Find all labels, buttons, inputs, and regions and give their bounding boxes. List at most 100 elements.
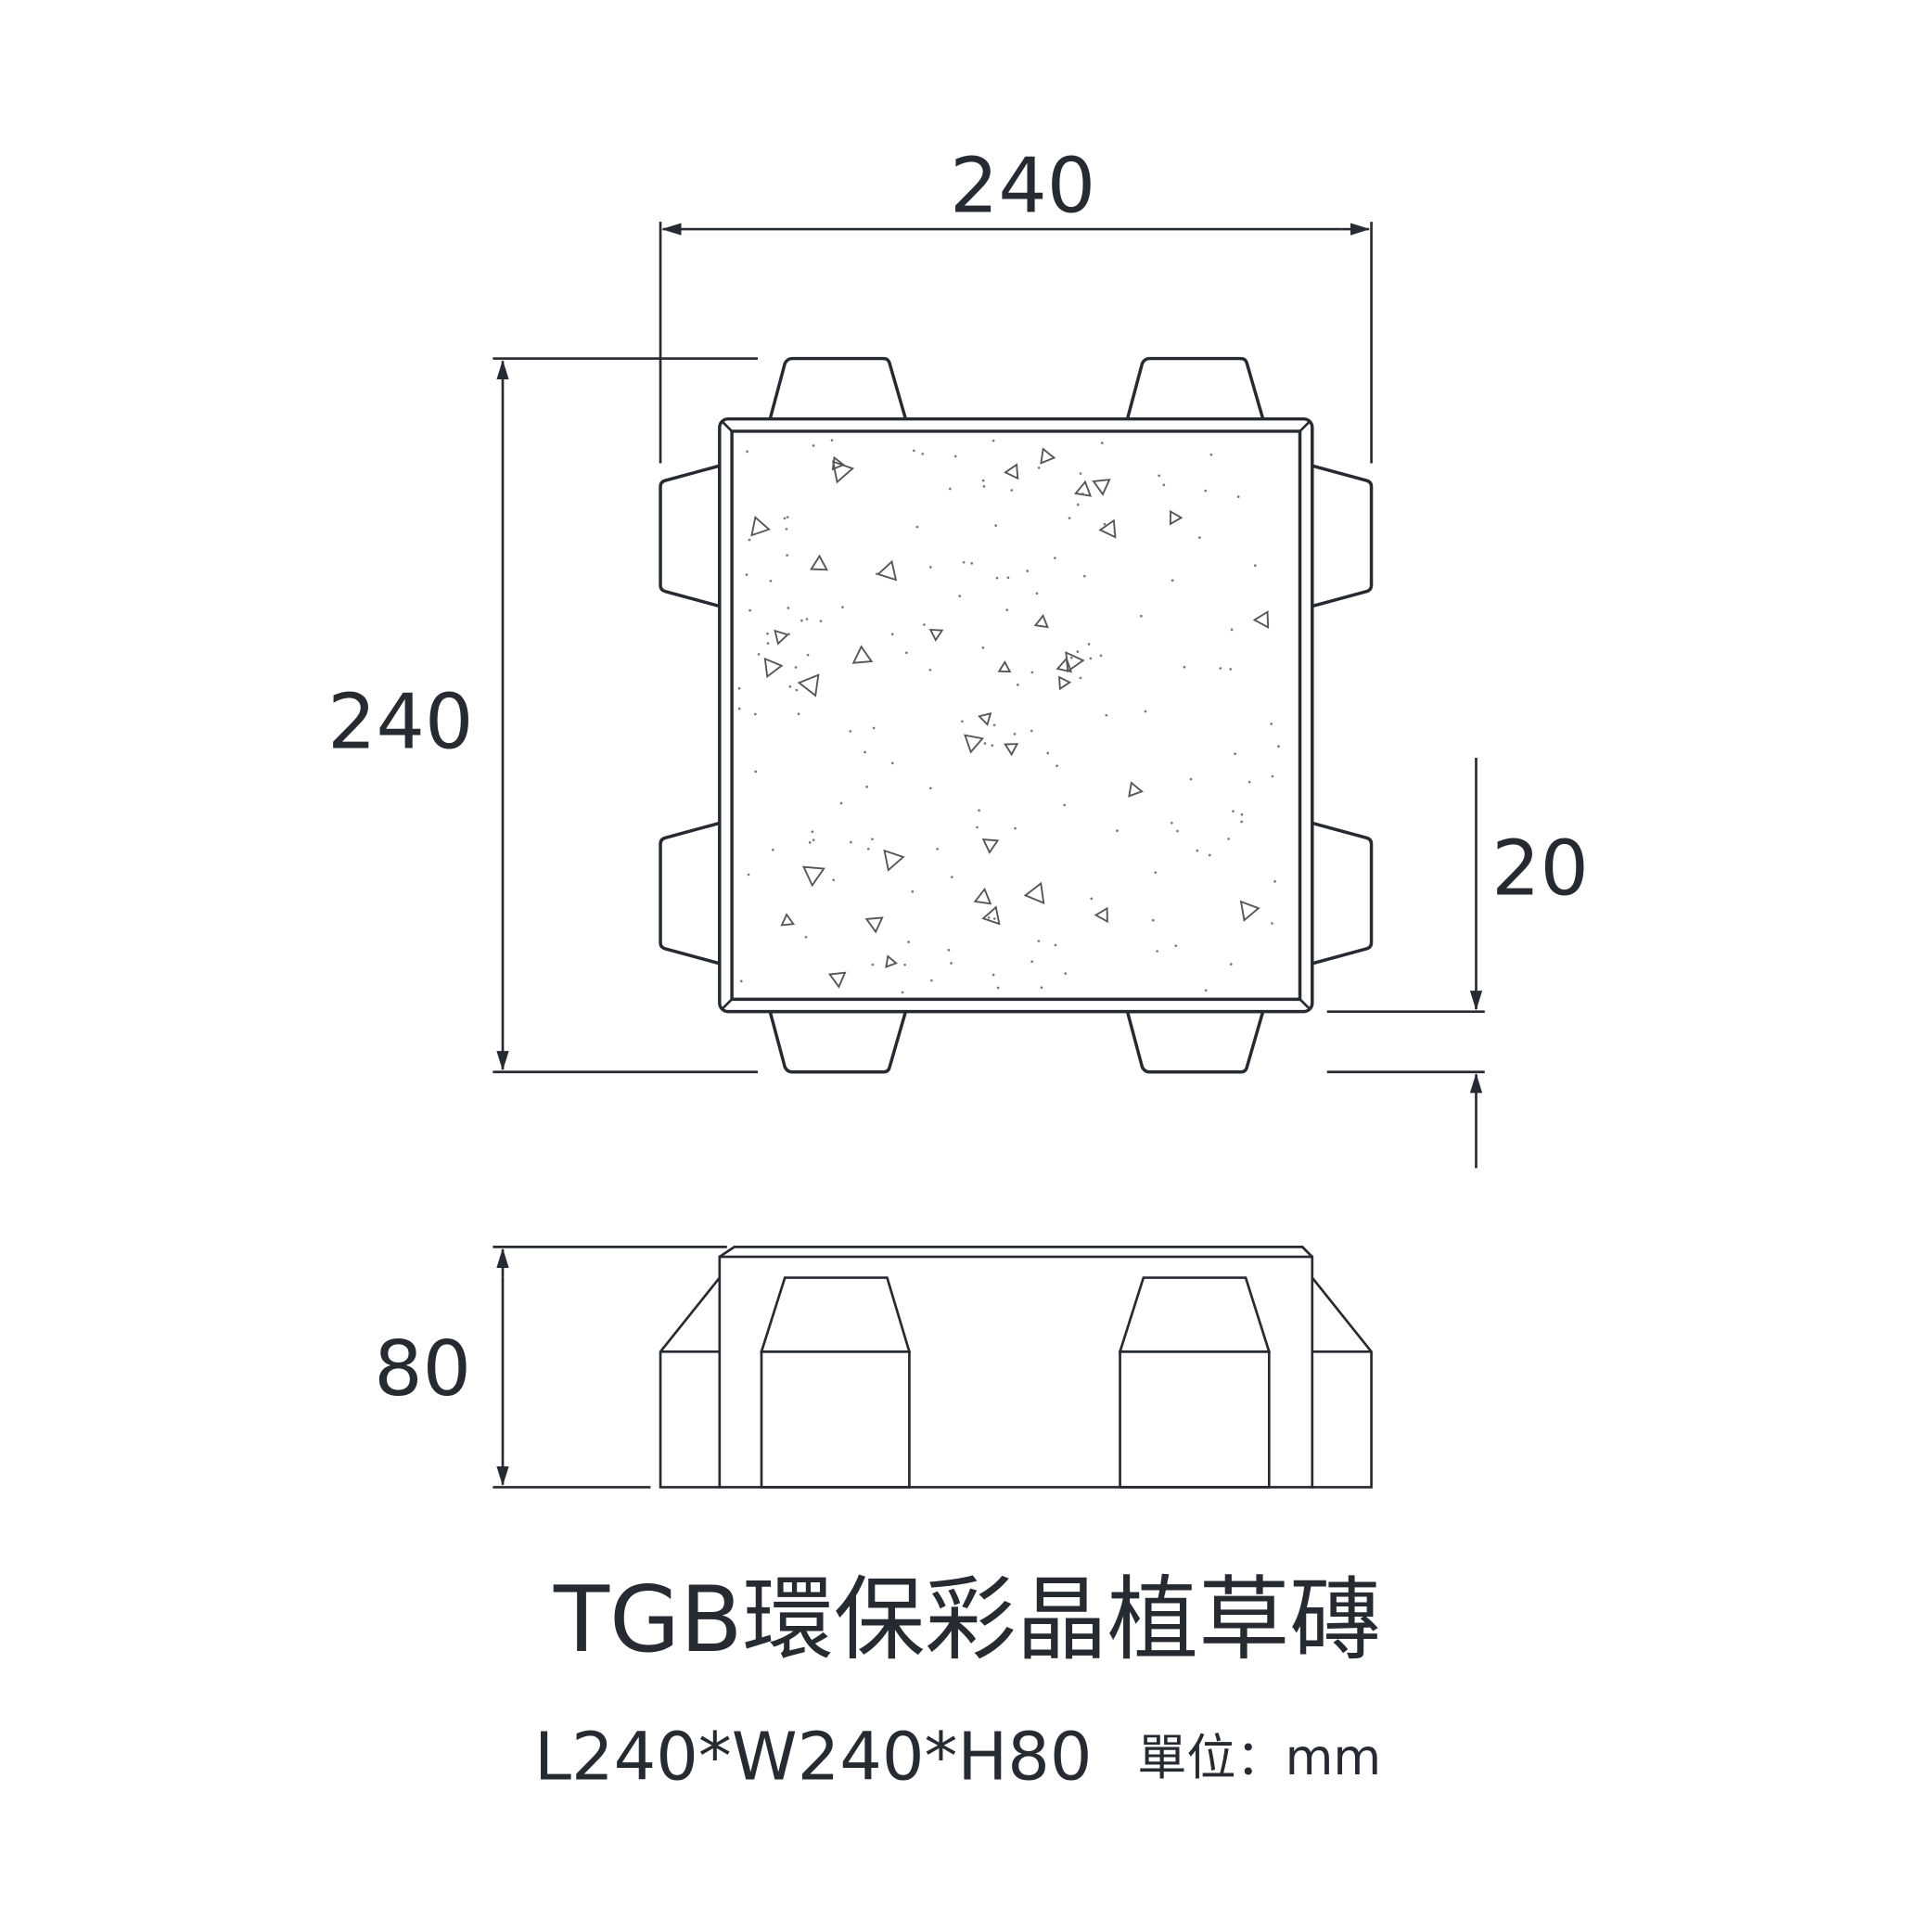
speckle-dot: [1030, 671, 1034, 674]
speckle-dot: [1081, 492, 1084, 495]
speckle-dot: [769, 580, 773, 582]
speckle-dot: [811, 830, 814, 834]
speckle-triangle: [1239, 900, 1260, 922]
speckle-dot: [992, 917, 996, 920]
speckle-dot: [890, 761, 894, 765]
speckle-dot: [1006, 576, 1010, 580]
speckle-dot: [928, 668, 932, 672]
speckle-dot: [1247, 780, 1251, 784]
speckle-dot: [1144, 710, 1147, 713]
speckle-dot: [800, 619, 803, 622]
speckle-dot: [1105, 713, 1108, 717]
speckle-dot: [804, 935, 808, 939]
speckle-dot: [783, 517, 787, 520]
speckle-triangle: [1040, 447, 1056, 465]
speckle-triangle: [864, 916, 884, 934]
speckle-dot: [1176, 829, 1179, 833]
speckle-dot: [871, 963, 875, 966]
speckle-dot: [1171, 821, 1173, 825]
speckle-dot: [1240, 820, 1244, 824]
speckle-dot: [923, 623, 926, 626]
speckle-dot: [795, 688, 799, 692]
speckle-dot: [1270, 723, 1273, 725]
speckle-triangle: [1065, 651, 1085, 673]
height-label: 80: [374, 1325, 471, 1414]
speckle-dot: [832, 878, 836, 882]
speckle-dot: [1079, 676, 1082, 680]
speckle-dot: [929, 566, 932, 569]
speckle-dot: [903, 963, 906, 966]
speckle-dot: [1089, 657, 1093, 660]
speckle-dot: [850, 840, 852, 844]
speckle-dot: [785, 528, 788, 531]
speckle-dot: [1046, 751, 1050, 755]
speckle-dot: [1232, 810, 1235, 812]
speckle-triangle: [780, 913, 796, 927]
speckle-dot: [1154, 871, 1158, 874]
speckle-dot: [787, 607, 790, 609]
speckle-dot: [978, 809, 980, 812]
speckle-dot: [786, 554, 788, 557]
speckle-dot: [794, 666, 798, 669]
brick-side-view: [659, 1246, 1373, 1489]
speckle-dot: [788, 685, 792, 688]
speckle-dot: [1189, 777, 1193, 781]
speckle-triangle: [981, 838, 1000, 854]
speckle-triangle: [1004, 743, 1019, 757]
speckle-dot: [745, 573, 748, 576]
speckle-dot: [1196, 849, 1199, 852]
speckle-dot: [995, 576, 999, 580]
speckle-dot: [1162, 483, 1166, 487]
speckle-dot: [757, 653, 761, 656]
speckle-dot: [1090, 897, 1094, 901]
speckle-triangle: [1252, 610, 1270, 629]
speckle-dot: [1230, 628, 1234, 632]
speckle-triangle: [1058, 675, 1072, 691]
speckle-dot: [1271, 922, 1273, 925]
speckle-dot: [866, 847, 870, 851]
speckle-dot: [1087, 643, 1091, 646]
speckle-dot: [849, 730, 852, 733]
speckle-triangle: [964, 734, 985, 754]
unit-label: 單位：mm: [1137, 1729, 1381, 1786]
speckle-dot: [812, 444, 815, 447]
speckle-dot: [976, 825, 979, 829]
speckle-dot: [1240, 812, 1244, 816]
speckle-dot: [766, 632, 769, 635]
speckle-dot: [1229, 668, 1233, 671]
aggregate-speckle-texture: [737, 439, 1280, 994]
speckle-dot: [947, 949, 951, 952]
speckle-dot: [992, 973, 995, 977]
speckle-dot: [812, 838, 815, 842]
product-title: TGB環保彩晶植草磚: [553, 1567, 1381, 1673]
speckle-dot: [748, 608, 751, 612]
speckle-dot: [747, 873, 750, 876]
speckle-dot: [1198, 536, 1201, 539]
speckle-dot: [1208, 853, 1211, 857]
speckle-dot: [1116, 829, 1119, 832]
speckle-triangle: [981, 905, 1001, 926]
speckle-dot: [987, 916, 991, 919]
speckle-dot: [754, 712, 757, 716]
speckle-dot: [936, 847, 940, 851]
speckle-dot: [1140, 614, 1143, 618]
speckle-dot: [1253, 564, 1257, 568]
speckle-dot: [772, 848, 774, 851]
speckle-dot: [921, 453, 925, 455]
speckle-dot: [1151, 918, 1155, 922]
speckle-dot: [1054, 557, 1056, 559]
speckle-dot: [981, 479, 985, 482]
speckle-dot: [786, 516, 789, 518]
speckle-dot: [754, 770, 758, 774]
speckle-dot: [905, 651, 908, 655]
speckle-dot: [1063, 803, 1066, 807]
speckle-dot: [1026, 569, 1029, 572]
speckle-triangle: [810, 554, 828, 571]
speckle-dot: [737, 686, 741, 690]
speckle-dot: [806, 653, 810, 657]
speckle-triangle: [802, 865, 825, 888]
top-width-label: 240: [950, 142, 1095, 230]
speckle-dot: [787, 633, 790, 636]
